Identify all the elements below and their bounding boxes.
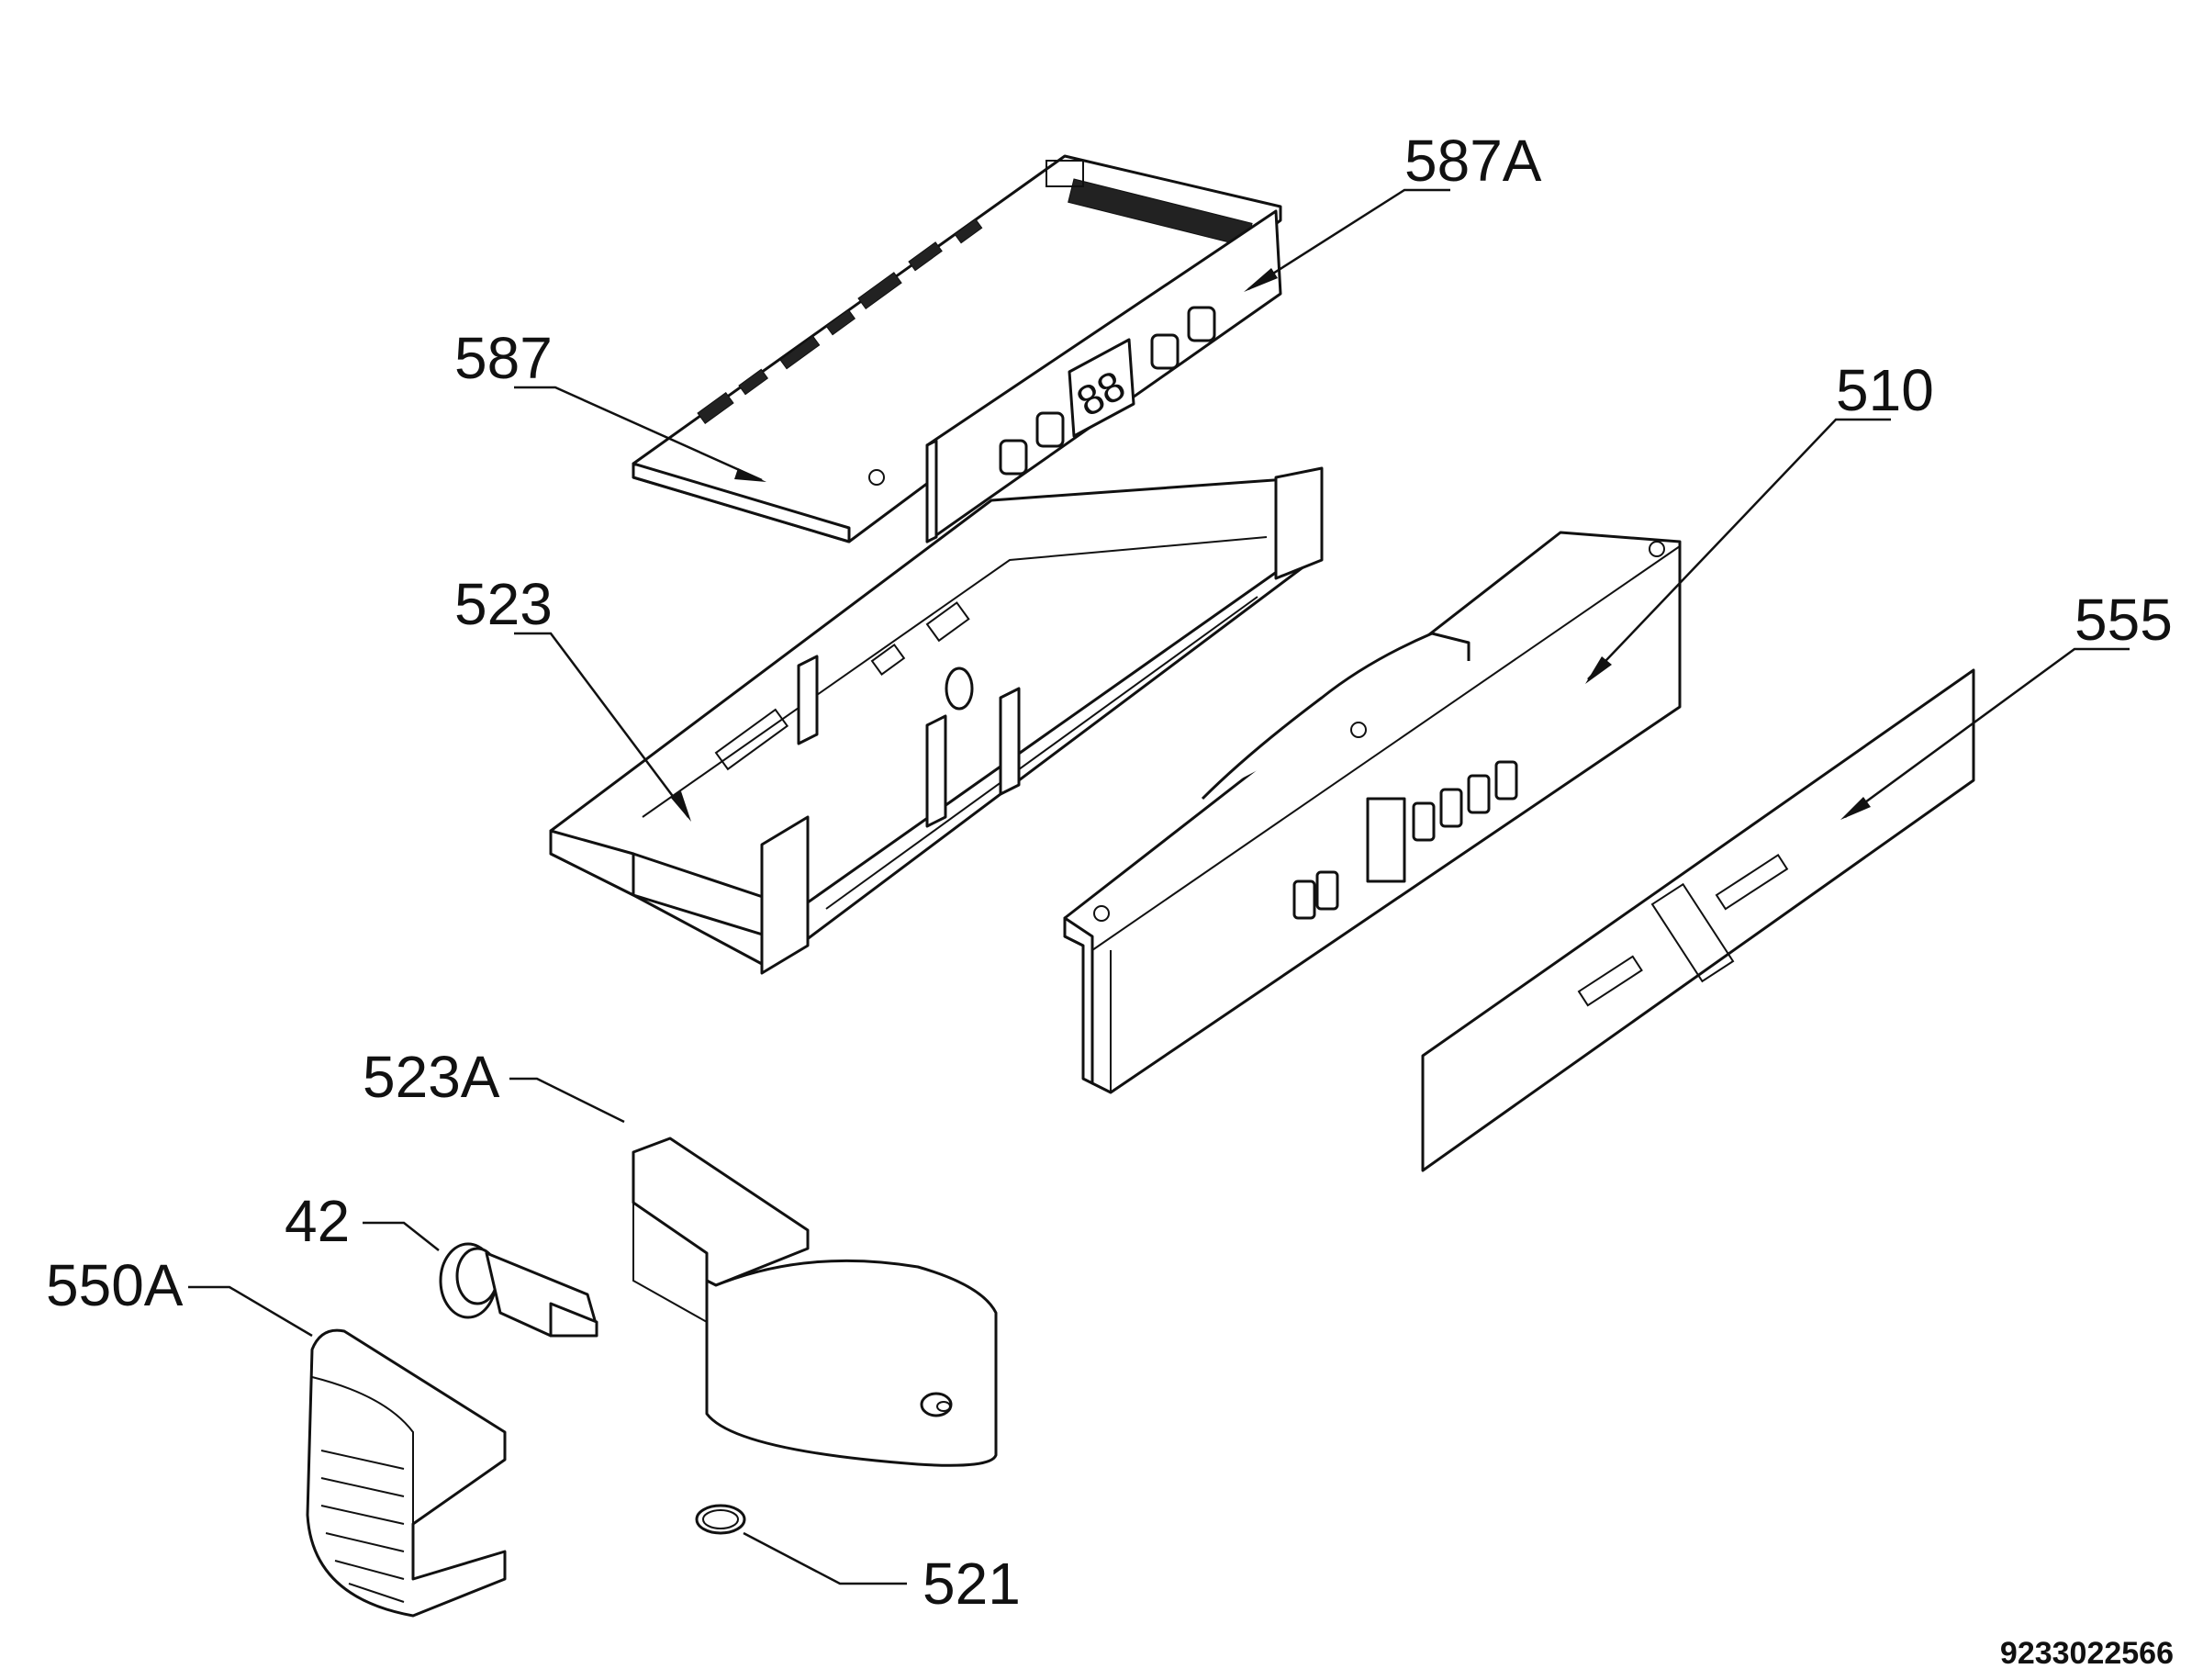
- callout-550A: 550A: [46, 1252, 313, 1338]
- callout-label: 510: [1836, 357, 1934, 423]
- callout-label: 523: [454, 571, 553, 637]
- part-550A-side-cap: [306, 1328, 507, 1618]
- part-510-control-panel: [1063, 531, 1682, 1094]
- callout-label: 587A: [1404, 128, 1542, 194]
- part-587A-display-board: 88: [925, 209, 1282, 543]
- part-42-knob-insert: [439, 1242, 598, 1338]
- grip-ribs: [320, 1450, 405, 1603]
- callout-510: 510: [1585, 357, 1934, 684]
- part-521-o-ring: [695, 1504, 746, 1535]
- part-587-control-board: [632, 154, 1282, 543]
- callout-523: 523: [454, 571, 691, 822]
- callout-521: 521: [743, 1531, 1021, 1617]
- callout-label: 42: [285, 1188, 350, 1254]
- button-stud: [999, 306, 1216, 476]
- part-523A-end-cap: [632, 1137, 998, 1467]
- part-523-board-housing: [549, 466, 1324, 975]
- callout-587A: 587A: [1244, 128, 1542, 292]
- callout-label: 555: [2074, 587, 2173, 653]
- part-555-panel-label: [1421, 668, 1975, 1172]
- callout-label: 521: [923, 1551, 1021, 1617]
- callout-555: 555: [1840, 587, 2173, 820]
- callout-587: 587: [454, 325, 766, 482]
- document-number: 9233022566: [2000, 1636, 2174, 1671]
- callout-42: 42: [285, 1188, 440, 1254]
- callout-label: 587: [454, 325, 553, 391]
- callout-label: 523A: [363, 1044, 500, 1110]
- button-cluster: [1292, 760, 1518, 920]
- callout-label: 550A: [46, 1252, 184, 1318]
- callout-523A: 523A: [363, 1044, 625, 1124]
